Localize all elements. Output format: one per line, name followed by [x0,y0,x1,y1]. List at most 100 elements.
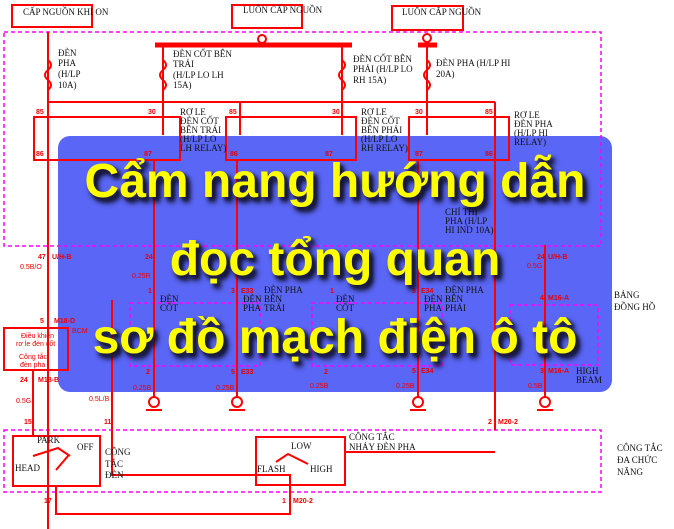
relay-label: (H/LP HI [514,128,548,138]
fuse-label: (H/LP [58,69,81,79]
relay-label: LH RELAY) [180,143,226,153]
pin-label: 5 [231,369,235,376]
lamp-group-label: ĐÈN PHA [264,285,303,295]
pin-label: 30 [415,109,423,116]
connector-label: U/H-B [52,254,71,261]
connector-label: M18-D [54,318,75,325]
switch-label: NHÁY ĐÈN PHA [349,442,416,452]
pin-label: 11 [104,419,112,426]
connector-label: E33 [241,369,254,376]
pin-label: 2 [146,369,150,376]
pin-label: 1 [330,288,334,295]
left-lamp-box [129,302,261,367]
fuse-label: HI IND 10A) [445,225,494,235]
switch-position-label: LOW [291,441,312,451]
fuse-label: ĐÈN CỐT BÊN [173,49,232,59]
connector-label: E34 [421,368,434,375]
cluster-box [509,304,599,366]
pin-label: 86 [485,151,493,158]
pin-label: 4 [540,295,544,302]
wire-color-label: 0.5B [528,383,543,390]
fuse-label: CHỈ THỊ [445,207,478,217]
multi-switch-label: ĐA CHỨC [617,455,657,465]
labels: CẤP NGUỒN KHI ON LUÔN CẤP NGUỒN LUÔN CẤP… [15,5,663,505]
connector-label: M20-2 [498,419,518,426]
pin-label: 5 [40,318,44,325]
lamp-group-label: BÊN [264,294,283,304]
connector-label: M18-B [38,377,59,384]
pin-label: 87 [325,151,333,158]
cluster-label: BẢNG [614,290,640,300]
pin-label: 85 [485,109,493,116]
switch-label: TẮC [105,459,123,469]
pin-label: 1 [148,288,152,295]
fuse-label: (H/LP LO LH [173,70,224,80]
fuse-label: ĐÈN PHA (H/LP HI [436,58,510,68]
pin-label: 87 [144,151,152,158]
relay-label: RƠ LE [514,110,540,120]
lamp-group-label: PHẢI [445,303,466,313]
source-always-label: LUÔN CẤP NGUỒN [243,5,323,15]
fuse-label: ĐÈN CỐT BÊN [353,54,412,64]
pin-label: 30 [148,109,156,116]
wire-color-label: 0.5G [527,263,542,270]
title-line-2: đọc tổng quan [169,233,501,286]
pin-label: 87 [415,151,423,158]
wire-color-label: 0.5G [16,398,31,405]
pin-label: 3 [412,288,416,295]
lamp-label: PHA [243,303,262,313]
fuse-label: PHA [58,58,77,68]
relay-label: RELAY) [514,137,546,147]
switch-position-label: PARK [37,435,61,445]
wire-color-label: 0.25B [396,383,415,390]
fuse-label: PHA (H/LP [445,216,487,226]
multi-switch-label: NĂNG [617,467,643,477]
pin-label: 1 [282,498,286,505]
lamp-label: ĐÈN [243,294,262,304]
title-overlay [58,136,612,392]
relay-label: BÊN TRÁI [180,125,221,135]
pin-label: 3 [540,368,544,375]
bcm-text: Điều khiển [21,331,54,340]
ground-symbols [146,396,553,411]
pin-label: 47 [38,254,46,261]
relay-label: (H/LP LO [361,134,398,144]
switch-label: CÔNG [105,447,131,457]
fuse-label: ĐÈN [58,48,77,58]
wire-color-label: 0.25B [310,383,329,390]
pin-label: 85 [229,109,237,116]
bcm-label: BCM [72,328,88,335]
lamp-label: PHA [424,303,443,313]
relay-label: RƠ LE [180,107,206,117]
wire-color-label: 0.5B/O [20,264,42,271]
pin-label: 15 [24,419,32,426]
pin-label: 24 [537,254,545,261]
relay-label: RƠ LE [361,107,387,117]
module-borders [3,31,602,493]
bcm-text: Công tắc [19,352,48,361]
right-lamp-box [311,302,443,367]
connector-label: U/H-B [548,254,567,261]
bcm-text: đèn pha [20,362,45,369]
relay-label: ĐÈN PHA [514,119,553,129]
switch-position-label: HIGH [310,464,333,474]
wires [3,4,546,529]
bcm-text: rơ le đèn cốt [16,339,55,348]
lamp-group-label: TRÁI [264,303,285,313]
ground-icon [537,396,553,411]
fuse-relay-box [3,31,602,247]
switch-position-label: OFF [77,442,94,452]
source-ignition-label: CẤP NGUỒN KHI ON [23,7,109,17]
switch-position-label: FLASH [257,464,286,474]
connector-label: E34 [421,288,434,295]
source-always-label-2: LUÔN CẤP NGUỒN [402,7,482,17]
switch-label: ĐÈN [105,470,124,480]
wire-color-label: 0.25R [132,273,151,280]
pin-label: 5 [412,368,416,375]
pin-label: 85 [36,109,44,116]
pin-label: 86 [230,151,238,158]
pin-label: 2 [324,369,328,376]
ground-icon [146,396,162,411]
